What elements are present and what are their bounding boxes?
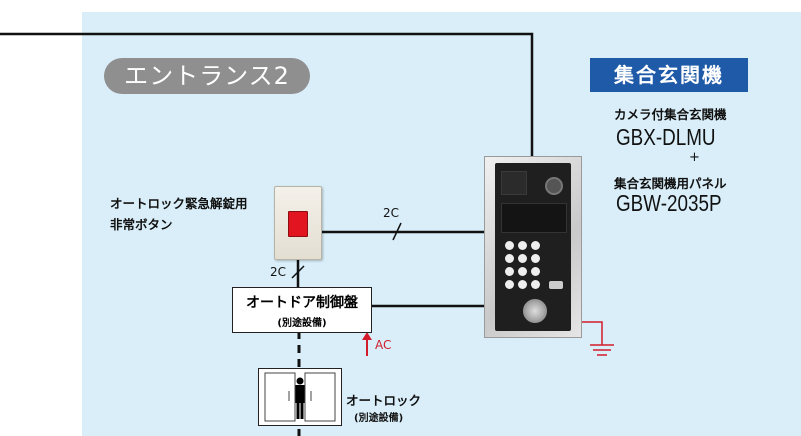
key-reader-icon [523,299,547,323]
ground-wire [580,321,603,345]
keypad-key [505,280,514,289]
autolock-note: (別途設備) [354,413,404,424]
emergency-button-key [288,211,308,237]
bus-wire [0,32,534,156]
keypad-key [518,241,527,250]
device-name-1: カメラ付集合玄関機 [614,107,727,122]
autolock-label: オートロック [346,393,422,408]
control-box-note: (別途設備) [277,318,327,329]
keypad-key [518,267,527,276]
keypad-key [505,241,514,250]
keypad-key [531,280,540,289]
keypad-key [518,254,527,263]
emergency-button [274,186,322,260]
door-drawing [264,372,336,422]
auto-door-control-box: オートドア制御盤 (別途設備) [232,287,372,333]
device-name-2: 集合玄関機用パネル [614,176,727,191]
camera-lens-icon [545,177,563,195]
call-key [549,281,563,289]
keypad-key [518,280,527,289]
wire-slash-lower [291,265,305,279]
wire-slash-upper [392,222,402,241]
device-model-1: GBX-DLMU [616,124,716,150]
entrance-panel-device [484,156,582,338]
emergency-label-line2: 非常ボタン [110,217,173,232]
control-box-title: オートドア制御盤 [246,295,358,311]
section-title: 集合玄関機 [590,58,748,92]
keypad-key [531,254,540,263]
panel-face [495,163,571,331]
plus-sign: + [689,150,700,165]
keypad-key [531,241,540,250]
entrance-label: エントランス2 [104,58,310,94]
emergency-label-line1: オートロック緊急解錠用 [110,196,248,211]
wire-label-upper: 2C [383,206,400,220]
keypad-key [505,254,514,263]
autolock-door-icon [258,368,342,426]
speaker-grille [501,171,527,195]
display-window [501,203,567,233]
wire-label-lower: 2C [270,265,287,279]
ac-label: AC [375,338,392,352]
keypad-key [505,267,514,276]
keypad-key [531,267,540,276]
ac-arrow-head [362,332,372,340]
device-model-2: GBW-2035P [616,190,722,216]
